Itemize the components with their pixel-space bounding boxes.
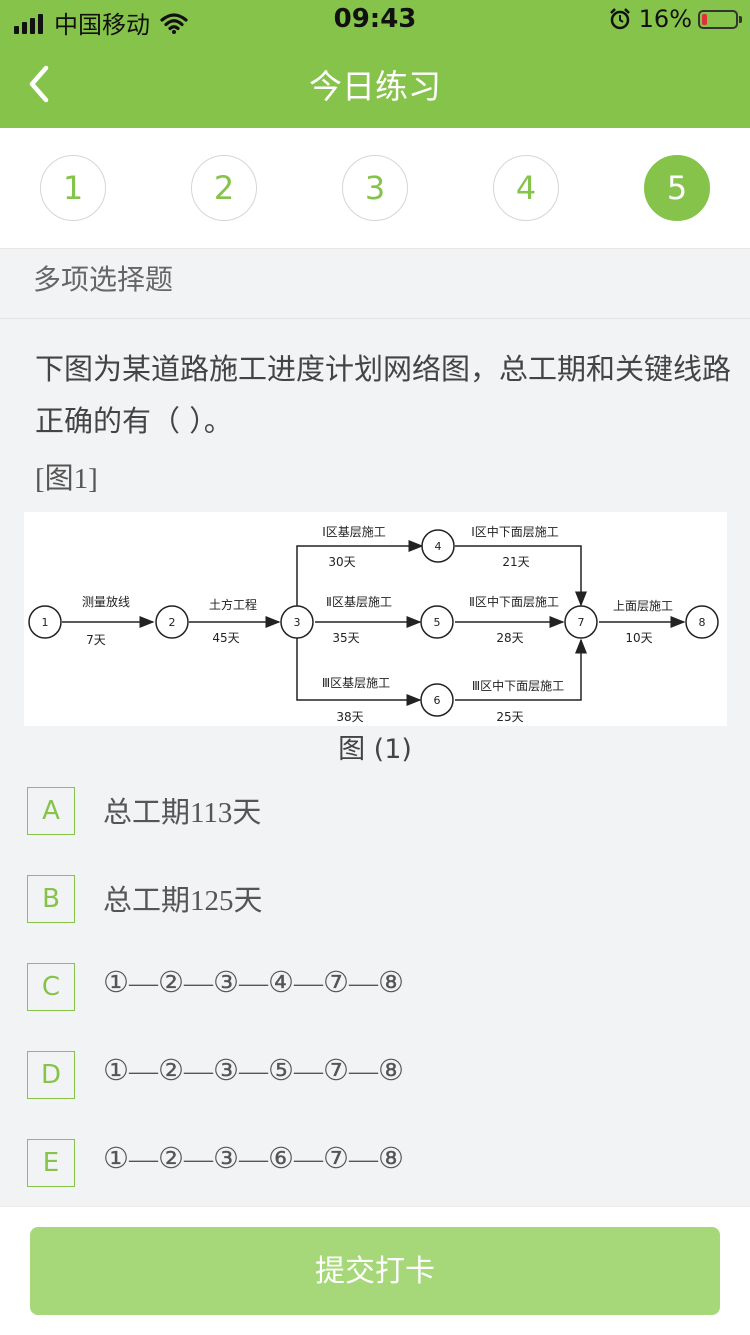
option-letter-e[interactable]: E (27, 1139, 75, 1187)
step-2[interactable]: 2 (191, 155, 257, 221)
network-diagram: 1 2 3 4 5 6 7 8 测量放线 7天 土方工程 45天 Ⅰ区基层施工 … (24, 512, 727, 726)
battery-percent: 16% (638, 5, 692, 33)
battery-icon (698, 9, 742, 29)
option-letter-a[interactable]: A (27, 787, 75, 835)
status-time: 09:43 (333, 4, 417, 34)
nav-bar: 今日练习 (0, 40, 750, 128)
step-3[interactable]: 3 (342, 155, 408, 221)
node-label-4: 4 (435, 540, 442, 553)
arrow-3-4 (296, 540, 424, 609)
node-label-1: 1 (42, 616, 49, 629)
node-label-6: 6 (434, 694, 441, 707)
option-text-e[interactable]: ①—②—③—⑥—⑦—⑧ (103, 1143, 404, 1175)
question-steps: 1 2 3 4 5 (0, 128, 750, 249)
submit-button[interactable]: 提交打卡 (30, 1227, 720, 1315)
back-arrow-icon[interactable] (22, 62, 66, 106)
status-bar: 中国移动 09:43 16% (0, 0, 750, 40)
node-8 (685, 605, 719, 639)
option-a[interactable]: A 总工期113天 (27, 787, 727, 835)
activity-dur-3-6: 38天 (336, 710, 363, 724)
node-label-5: 5 (434, 616, 441, 629)
alarm-icon (609, 8, 630, 30)
question-text: 下图为某道路施工进度计划网络图，总工期和关键线路正确的有（ ）。 (35, 352, 732, 438)
option-e[interactable]: E ①—②—③—⑥—⑦—⑧ (27, 1139, 727, 1187)
activity-dur-4-7: 21天 (502, 555, 529, 569)
activity-name-3-4: Ⅰ区基层施工 (322, 525, 386, 539)
question-type-bar: 多项选择题 (0, 248, 750, 319)
signal-icon (14, 12, 46, 34)
step-5-active[interactable]: 5 (644, 155, 710, 221)
option-text-b[interactable]: 总工期125天 (103, 885, 263, 917)
activity-name-2-3: 土方工程 (209, 597, 257, 612)
node-label-3: 3 (294, 616, 301, 629)
carrier-name: 中国移动 (54, 11, 150, 39)
activity-dur-2-3: 45天 (212, 631, 239, 645)
activity-name-1-2: 测量放线 (82, 594, 130, 609)
node-5 (420, 605, 454, 639)
arrow-3-6 (296, 635, 422, 706)
question-type: 多项选择题 (33, 263, 174, 296)
arrow-6-7 (455, 638, 587, 701)
activity-name-3-5: Ⅱ区基层施工 (326, 595, 392, 609)
node-2 (155, 605, 189, 639)
status-right: 16% (609, 5, 742, 33)
node-label-8: 8 (699, 616, 706, 629)
activity-name-7-8: 上面层施工 (613, 599, 673, 613)
option-c[interactable]: C ①—②—③—④—⑦—⑧ (27, 963, 727, 1011)
option-b[interactable]: B 总工期125天 (27, 875, 727, 923)
activity-dur-3-5: 35天 (332, 631, 359, 645)
node-6 (420, 683, 454, 717)
activity-name-6-7: Ⅲ区中下面层施工 (472, 678, 564, 693)
figure-caption: 图 (1) (338, 734, 412, 765)
activity-name-4-7: Ⅰ区中下面层施工 (471, 524, 559, 539)
activity-dur-6-7: 25天 (496, 710, 523, 724)
option-text-c[interactable]: ①—②—③—④—⑦—⑧ (103, 967, 404, 999)
node-4 (421, 529, 455, 563)
option-text-a[interactable]: 总工期113天 (103, 797, 262, 829)
node-1 (28, 605, 62, 639)
activity-dur-7-8: 10天 (625, 631, 652, 645)
page-title: 今日练习 (309, 67, 441, 106)
footer-bar: 提交打卡 (0, 1206, 750, 1335)
option-text-d[interactable]: ①—②—③—⑤—⑦—⑧ (103, 1055, 404, 1087)
arrow-4-7 (455, 545, 587, 607)
activity-dur-1-2: 7天 (86, 633, 106, 647)
wifi-icon (160, 12, 188, 34)
node-7 (564, 605, 598, 639)
figure-reference: [图1] (35, 463, 98, 495)
option-d[interactable]: D ①—②—③—⑤—⑦—⑧ (27, 1051, 727, 1099)
activity-name-5-7: Ⅱ区中下面层施工 (469, 594, 559, 609)
activity-dur-5-7: 28天 (496, 631, 523, 645)
activity-dur-3-4: 30天 (328, 555, 355, 569)
option-letter-b[interactable]: B (27, 875, 75, 923)
node-label-7: 7 (578, 616, 585, 629)
node-3 (280, 605, 314, 639)
status-left: 中国移动 (14, 5, 188, 40)
step-1[interactable]: 1 (40, 155, 106, 221)
node-label-2: 2 (169, 616, 176, 629)
option-letter-c[interactable]: C (27, 963, 75, 1011)
step-4[interactable]: 4 (493, 155, 559, 221)
option-letter-d[interactable]: D (27, 1051, 75, 1099)
activity-name-3-6: Ⅲ区基层施工 (322, 676, 390, 690)
